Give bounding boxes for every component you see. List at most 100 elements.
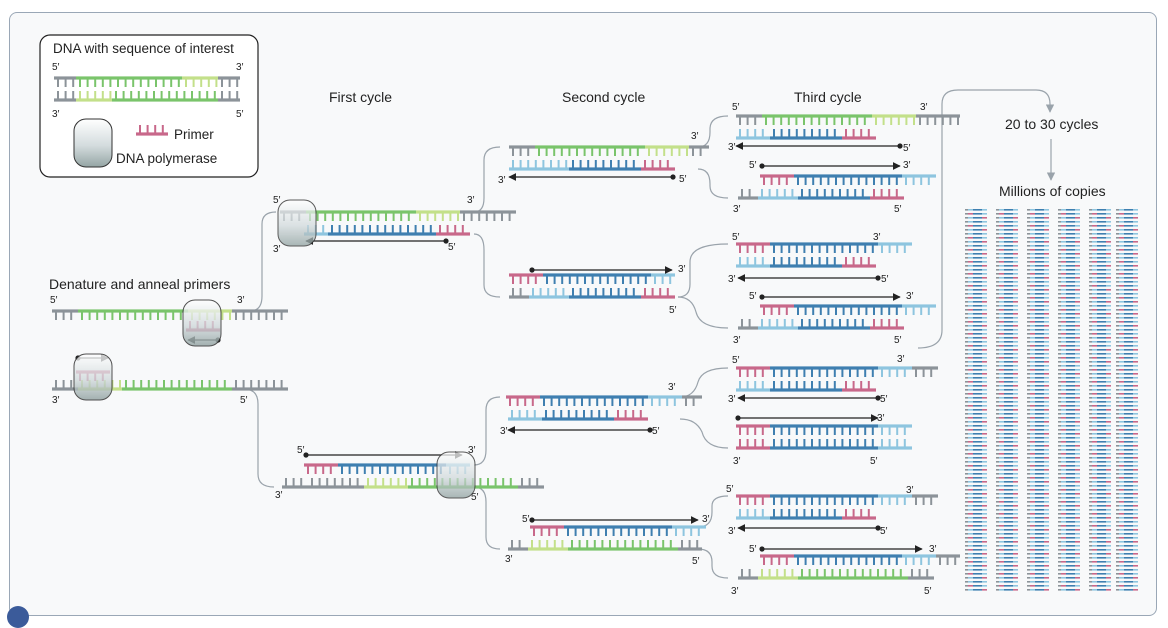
copy-mark [1119,341,1124,343]
copy-mark [996,485,999,487]
copy-mark [1124,253,1133,255]
copy-mark [999,385,1004,387]
copy-mark [1058,469,1061,471]
copy-mark [1013,401,1018,403]
copy-mark [1116,389,1119,391]
copy-mark [968,333,973,335]
copy-mark [996,301,999,303]
copy-mark [1030,525,1035,527]
copy-mark [1061,409,1066,411]
copy-mark [1119,261,1124,263]
copy-mark [1133,305,1138,307]
copy-mark [1027,405,1030,407]
copy-mark [1027,529,1030,531]
copy-mark [1027,233,1030,235]
copy-mark [982,293,987,295]
copy-mark [1004,401,1013,403]
backbone-segment [760,554,794,558]
copy-mark [1030,473,1035,475]
end-label: 3′ [668,382,676,393]
copy-mark [1106,261,1111,263]
copy-mark [982,385,987,387]
copy-mark [968,429,973,431]
copy-mark [982,441,987,443]
copy-mark [1106,385,1111,387]
copy-mark [968,257,973,259]
copy-mark [1044,417,1049,419]
copy-mark [1066,553,1075,555]
copy-mark [1116,457,1119,459]
copy-mark [1106,433,1111,435]
copy-mark [1116,361,1119,363]
copy-mark [996,213,999,215]
copy-mark [1013,461,1018,463]
copy-mark [1133,273,1138,275]
copy-mark [996,393,999,395]
copy-mark [1119,401,1124,403]
copy-mark [982,509,987,511]
copy-mark [1027,293,1030,295]
copy-mark [1124,425,1133,427]
copy-mark [1027,453,1030,455]
backbone-segment [364,485,408,489]
copy-mark [1013,221,1018,223]
copy-mark [1013,313,1018,315]
copy-mark [982,393,987,395]
copy-mark [996,257,999,259]
copy-mark [1089,321,1092,323]
end-label: 3′ [52,395,60,406]
copy-mark [1004,369,1013,371]
backbone-segment [794,554,902,558]
copy-mark [1124,341,1133,343]
copy-mark [1116,461,1119,463]
copy-mark [1116,373,1119,375]
copy-mark [1124,229,1133,231]
copy-mark [1030,233,1035,235]
copy-mark [1133,465,1138,467]
copy-mark [1027,437,1030,439]
copy-mark [999,309,1004,311]
copy-mark [968,565,973,567]
copy-mark [1075,445,1080,447]
copy-mark [1097,469,1106,471]
cycles-connector [917,89,1055,349]
copy-mark [1124,241,1133,243]
copy-mark [968,309,973,311]
copy-mark [1004,421,1013,423]
copy-mark [996,209,999,211]
copy-mark [1106,557,1111,559]
copy-mark [1044,561,1049,563]
copy-mark [982,313,987,315]
copy-mark [1119,433,1124,435]
copy-mark [1075,485,1080,487]
copy-mark [1013,305,1018,307]
copy-mark [973,437,982,439]
copy-mark [1097,509,1106,511]
copy-mark [1013,441,1018,443]
copy-mark [1030,509,1035,511]
copy-mark [1075,225,1080,227]
copy-mark [1035,377,1044,379]
copy-mark [1119,577,1124,579]
copy-mark [999,349,1004,351]
primer-dot [529,267,535,273]
copy-mark [1013,381,1018,383]
copy-mark [1124,297,1133,299]
copy-mark [1035,333,1044,335]
copy-mark [1106,477,1111,479]
copy-mark [1044,481,1049,483]
copy-mark [1044,249,1049,251]
copy-mark [973,449,982,451]
copy-mark [1030,249,1035,251]
copy-mark [999,525,1004,527]
copy-mark [1066,257,1075,259]
copy-mark [1058,261,1061,263]
copy-mark [965,377,968,379]
copy-mark [1089,501,1092,503]
copy-mark [999,545,1004,547]
connector-line [243,388,275,488]
copy-mark [1119,589,1124,591]
end-label: 3′ [906,291,914,302]
copy-mark [1066,477,1075,479]
copy-mark [968,389,973,391]
